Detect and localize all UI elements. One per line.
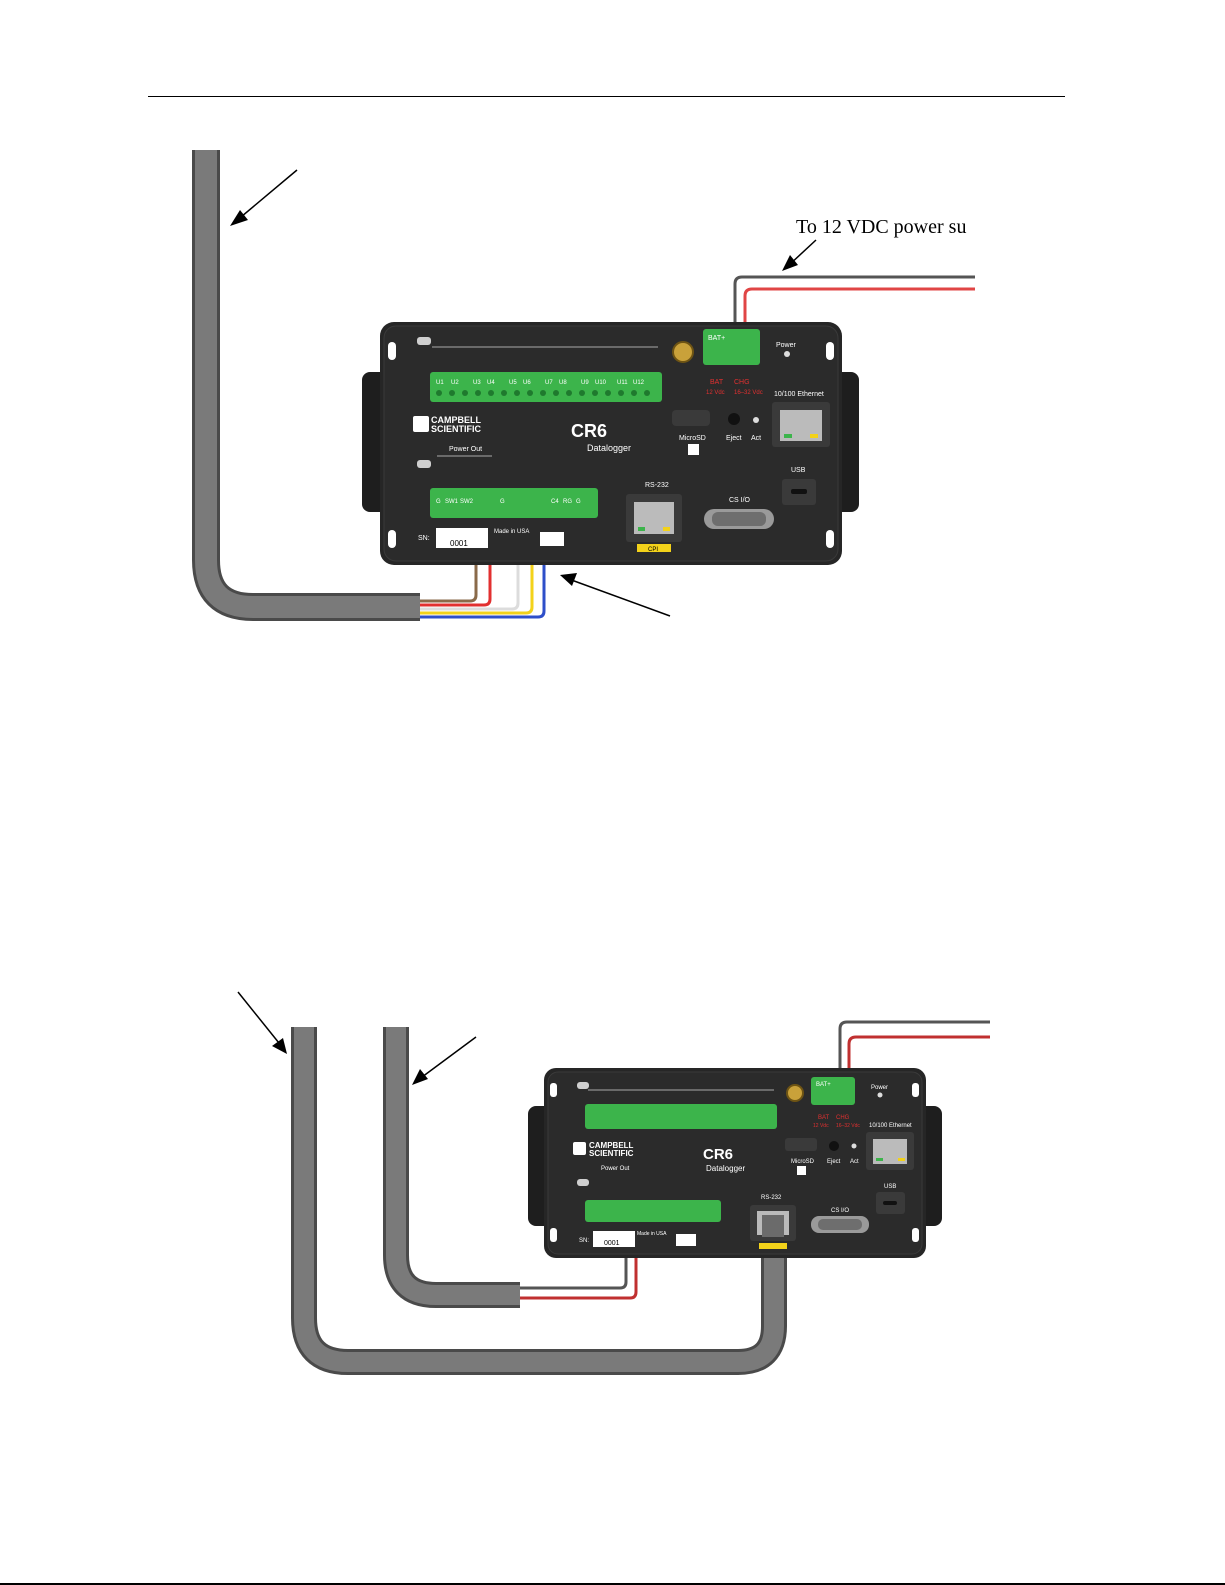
serial-number: 0001 [450,539,468,548]
serial-number-b: 0001 [604,1240,620,1247]
brand-line2-b: SCIENTIFIC [589,1149,634,1158]
figure-top: U1 U2 U3 U4 U5 U6 U7 U8 U9 U10 U11 U12 B… [192,150,975,621]
bat-plus-label-b: BAT+ [816,1082,831,1088]
chg-volts: 16–32 Vdc [734,390,763,396]
arrow-power-cable [412,1036,477,1085]
bottom-term-label: SW1 [445,499,459,505]
u-label: U5 [509,380,517,386]
eject-label: Eject [726,435,742,442]
callout-power-top: To 12 VDC power su [796,216,967,238]
bottom-term-label: G [576,499,581,505]
usb-label: USB [791,467,806,474]
power-wires-top [733,275,975,360]
chg-volts-b: 16–32 Vdc [836,1123,860,1129]
bottom-term-label: G [500,499,505,505]
act-label: Act [751,435,761,442]
bottom-term-label: C4 [551,499,559,505]
usb-label-b: USB [884,1184,896,1190]
microsd-label: MicroSD [679,435,706,442]
header-rule [148,96,1065,97]
brand-line1-b: CAMPBELL [589,1141,634,1150]
arrow-comm-cable [237,991,287,1054]
bat-volts-b: 12 Vdc [813,1123,829,1129]
comm-cable-plug [762,1215,784,1237]
figure-bottom: BAT+ BAT 12 Vdc CHG 16–32 Vdc Power 10/1… [237,991,990,1375]
power-wires-bottom [838,1020,990,1090]
u-label: U8 [559,380,567,386]
u-label: U9 [581,380,589,386]
u-label: U10 [595,380,607,386]
eject-label-b: Eject [827,1159,841,1165]
arrow-cable [230,169,298,226]
datalogger-top: U1 U2 U3 U4 U5 U6 U7 U8 U9 U10 U11 U12 B… [362,322,859,565]
sn-label: SN: [418,535,430,542]
bottom-term-label: G [436,499,441,505]
u-label: U3 [473,380,481,386]
sn-label-b: SN: [579,1238,589,1244]
power-out-label-b: Power Out [601,1166,630,1172]
model-label: CR6 [571,421,607,441]
rs232-label: RS-232 [645,482,669,489]
switched-power-wires [520,1195,638,1300]
brand-line2: SCIENTIFIC [431,424,482,434]
chg-label: CHG [734,379,750,386]
chg-label-b: CHG [836,1115,850,1121]
datalogger-bottom: BAT+ BAT 12 Vdc CHG 16–32 Vdc Power 10/1… [528,1068,942,1258]
bottom-term-label: SW2 [460,499,474,505]
u-label: U7 [545,380,553,386]
microsd-label-b: MicroSD [791,1159,815,1165]
u-label: U4 [487,380,495,386]
arrow-power [782,239,817,271]
u-label: U2 [451,380,459,386]
ethernet-label: 10/100 Ethernet [774,391,824,398]
u-label: U1 [436,380,444,386]
model-sub-label-b: Datalogger [706,1164,745,1173]
u-label: U11 [617,380,628,386]
power-label-b: Power [871,1085,888,1091]
made-in-label-b: Made in USA [637,1231,667,1237]
u-label: U12 [633,380,645,386]
bat-label: BAT [710,379,724,386]
power-label: Power [776,342,797,349]
bat-volts: 12 Vdc [706,390,725,396]
arrow-wires [560,573,671,617]
footer-rule [0,1583,1225,1585]
bottom-term-label: RG [563,499,572,505]
sensor-wires [420,500,546,619]
csio-label: CS I/O [729,497,751,504]
cpi-label: CPI [648,547,658,553]
bat-label-b: BAT [818,1115,830,1121]
model-label-b: CR6 [703,1146,733,1163]
csio-label-b: CS I/O [831,1208,849,1214]
model-sub-label: Datalogger [587,443,631,453]
u-label: U6 [523,380,531,386]
power-cable [383,1027,520,1308]
bat-plus-label: BAT+ [708,335,725,342]
power-out-label: Power Out [449,446,482,453]
brand-line1: CAMPBELL [431,415,481,425]
act-label-b: Act [850,1159,859,1165]
rs232-label-b: RS-232 [761,1195,782,1201]
ethernet-label-b: 10/100 Ethernet [869,1123,912,1129]
made-in-label: Made in USA [494,529,529,535]
